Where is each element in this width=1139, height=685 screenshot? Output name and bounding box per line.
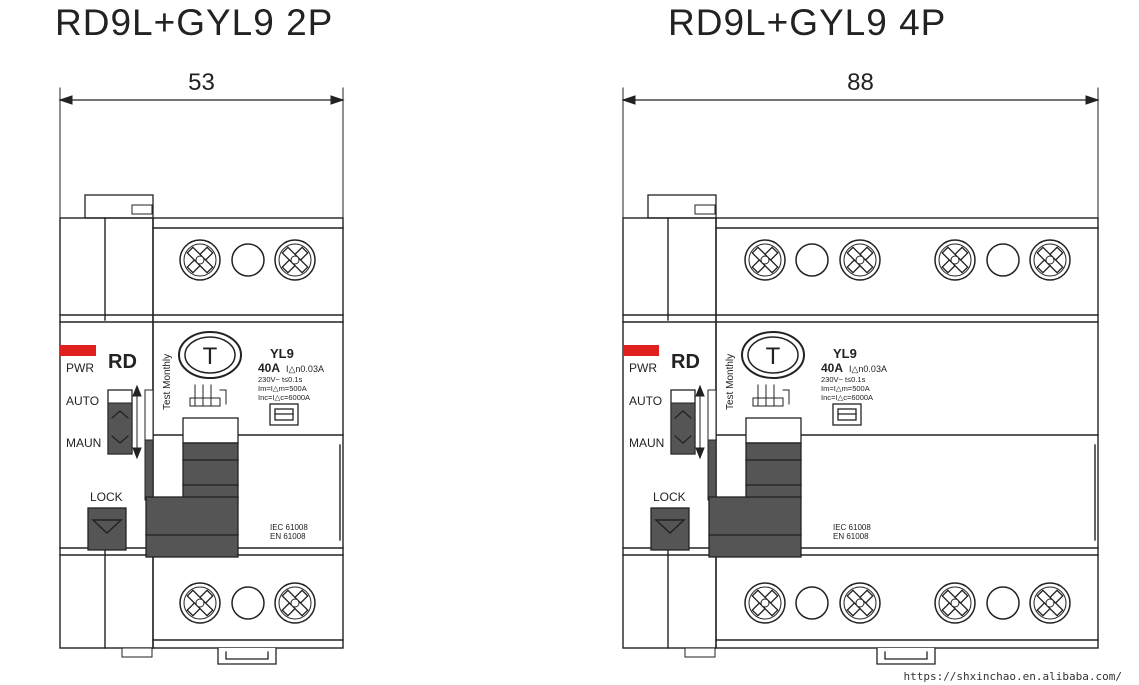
pwr-label: PWR — [66, 361, 94, 375]
title-4p: RD9L+GYL9 4P — [668, 2, 947, 43]
width-dimension-label: 53 — [188, 69, 215, 96]
device-4p: 88 PWR RD AUTO — [621, 69, 1100, 665]
operating-handle[interactable] — [708, 417, 802, 558]
auto-label: AUTO — [629, 394, 662, 408]
model-label: YL9 — [833, 346, 857, 361]
lock-button[interactable] — [87, 507, 127, 551]
screw-terminal-icon — [934, 239, 976, 281]
watermark: https://shxinchao.en.alibaba.com/ — [900, 670, 1125, 683]
rating-line1: 230V~ t≤0.1s — [258, 375, 303, 384]
test-monthly-label: Test Monthly — [725, 354, 736, 410]
lock-button[interactable] — [650, 507, 690, 551]
din-clip — [876, 647, 936, 665]
operating-handle[interactable] — [145, 417, 239, 558]
width-dimension-label: 88 — [847, 69, 874, 96]
terminal-hole — [986, 586, 1020, 620]
double-arrow-icon — [695, 384, 705, 460]
terminal-hole — [231, 586, 265, 620]
lock-label: LOCK — [90, 490, 123, 504]
model-label: YL9 — [270, 346, 294, 361]
test-monthly-label: Test Monthly — [162, 354, 173, 410]
screw-terminal-icon — [179, 582, 221, 624]
screw-terminal-icon — [934, 582, 976, 624]
terminal-hole — [795, 586, 829, 620]
test-button[interactable]: T — [741, 331, 805, 379]
rd-label: RD — [108, 351, 137, 373]
terminal-hole — [986, 243, 1020, 277]
terminal-hole — [795, 243, 829, 277]
standard-iec: IEC 61008 — [833, 523, 871, 532]
din-clip — [217, 647, 277, 665]
residual-current: I△n0.03A — [286, 364, 324, 374]
device-2p: 53 PWR RD AUTO MAUN LOCK — [58, 69, 345, 665]
double-arrow-icon — [132, 384, 142, 460]
left-module — [622, 217, 717, 649]
screw-terminal-icon — [274, 582, 316, 624]
contact-window-icon — [832, 403, 862, 426]
auto-label: AUTO — [66, 394, 99, 408]
screw-terminal-icon — [179, 239, 221, 281]
maun-label: MAUN — [629, 436, 664, 450]
screw-terminal-icon — [1029, 239, 1071, 281]
left-module — [59, 217, 154, 649]
pwr-label: PWR — [629, 361, 657, 375]
lock-label: LOCK — [653, 490, 686, 504]
standard-en: EN 61008 — [833, 532, 869, 541]
circuit-symbol-icon — [752, 384, 790, 407]
rating-line2: Im=I△m=500A — [821, 384, 870, 393]
standard-iec: IEC 61008 — [270, 523, 308, 532]
auto-maun-switch[interactable] — [107, 389, 133, 455]
auto-maun-switch[interactable] — [670, 389, 696, 455]
standard-en: EN 61008 — [270, 532, 306, 541]
rating-line3: Inc=I△c=6000A — [821, 393, 873, 402]
screw-terminal-icon — [839, 582, 881, 624]
circuit-symbol-icon — [189, 384, 227, 407]
screw-terminal-icon — [274, 239, 316, 281]
screw-terminal-icon — [744, 582, 786, 624]
screw-terminal-icon — [744, 239, 786, 281]
rating-line1: 230V~ t≤0.1s — [821, 375, 866, 384]
svg-text:T: T — [203, 343, 218, 370]
contact-window-icon — [269, 403, 299, 426]
rcd-module — [152, 217, 344, 649]
test-button[interactable]: T — [178, 331, 242, 379]
rd-label: RD — [671, 351, 700, 373]
screw-terminal-icon — [1029, 582, 1071, 624]
pwr-indicator — [623, 345, 659, 356]
current-rating: 40A — [258, 361, 280, 375]
maun-label: MAUN — [66, 436, 101, 450]
rating-line3: Inc=I△c=6000A — [258, 393, 310, 402]
screw-terminal-icon — [839, 239, 881, 281]
residual-current: I△n0.03A — [849, 364, 887, 374]
pwr-indicator — [60, 345, 96, 356]
svg-text:T: T — [766, 343, 781, 370]
title-2p: RD9L+GYL9 2P — [55, 2, 334, 43]
current-rating: 40A — [821, 361, 843, 375]
rating-line2: Im=I△m=500A — [258, 384, 307, 393]
terminal-hole — [231, 243, 265, 277]
